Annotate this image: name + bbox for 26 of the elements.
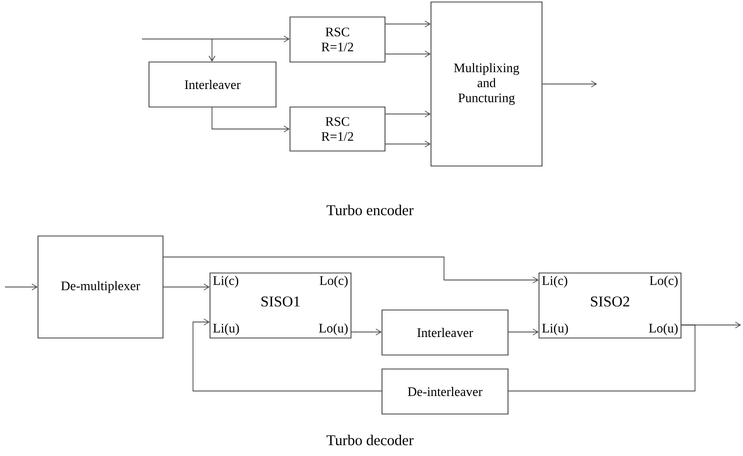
arrow: [208, 38, 216, 62]
arrow: [163, 284, 210, 290]
arrow: [681, 322, 742, 328]
arrow: [508, 328, 539, 336]
arrow: [385, 50, 431, 58]
arrow: [4, 284, 38, 290]
deinterleaver-box: De-interleaver: [382, 368, 508, 414]
arrow: [542, 80, 597, 88]
arrow: [385, 110, 431, 118]
arrow: [163, 256, 539, 284]
decoder-box: Li(c) Lo(c) SISO1 Li(u) Lo(u): [210, 272, 352, 338]
caption: Turbo decoder: [326, 434, 414, 446]
demultiplexer-box: De-multiplexer: [38, 236, 164, 338]
arrow: [385, 20, 431, 28]
arrow: [212, 107, 290, 132]
decoder-box: Li(c) Lo(c) SISO2 Li(u) Lo(u): [538, 272, 682, 338]
arrow: [385, 140, 431, 148]
arrow: [351, 328, 382, 336]
multiplexer-box: Multiplixing and Puncturing: [430, 2, 542, 166]
caption: Turbo encoder: [326, 204, 414, 216]
encoder-box: RSC R=1/2: [290, 106, 386, 152]
arrow: [142, 36, 290, 42]
interleaver-box: Interleaver: [382, 310, 508, 356]
encoder-box: RSC R=1/2: [290, 16, 386, 62]
interleaver-box: Interleaver: [148, 62, 276, 108]
arrow: [192, 318, 382, 392]
